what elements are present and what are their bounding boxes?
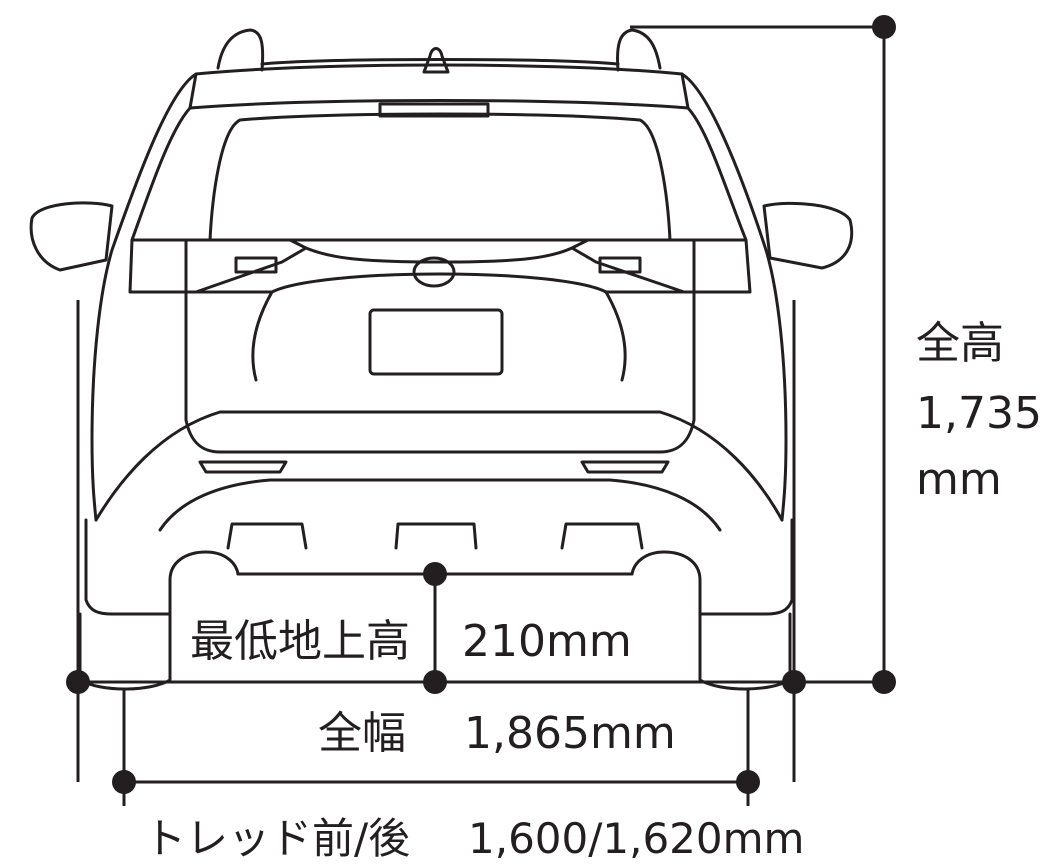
width-left-marker bbox=[66, 670, 90, 694]
pillar-right bbox=[686, 106, 748, 242]
bumper-reflector-right bbox=[580, 460, 670, 474]
car-rear-outline bbox=[29, 28, 854, 691]
diffuser-slot-2 bbox=[394, 522, 478, 550]
body-side-left bbox=[90, 72, 198, 522]
width-value: 1,865mm bbox=[464, 708, 676, 759]
pillar-left bbox=[130, 106, 192, 242]
tread-left-marker bbox=[112, 770, 136, 794]
tail-lamp-left-inner bbox=[234, 256, 278, 274]
rear-window bbox=[208, 112, 672, 242]
hatch-lower-line bbox=[194, 272, 686, 294]
width-right-marker bbox=[782, 670, 806, 694]
tread-label: トレッド前/後 bbox=[144, 814, 411, 863]
roof-rail-left bbox=[216, 28, 265, 72]
lower-body-right bbox=[630, 518, 794, 616]
width-label: 全幅 bbox=[318, 708, 406, 759]
bumper-reflector-left bbox=[198, 460, 288, 474]
wheel-right bbox=[698, 612, 792, 691]
height-unit: mm bbox=[916, 454, 1002, 505]
rear-bumper bbox=[94, 410, 784, 522]
shark-fin-antenna bbox=[422, 47, 450, 74]
roof-rail-right bbox=[616, 28, 662, 72]
brand-emblem bbox=[412, 256, 456, 288]
roof-line bbox=[260, 58, 620, 66]
ground-clearance-value: 210mm bbox=[462, 616, 632, 667]
diffuser-slot-3 bbox=[560, 522, 644, 550]
body-side-right bbox=[680, 72, 788, 522]
clearance-top-marker bbox=[423, 562, 447, 586]
mirror-left bbox=[29, 201, 114, 272]
lower-body-left bbox=[84, 518, 240, 616]
hatch-panel-right-curve bbox=[604, 290, 627, 382]
height-value: 1,735 bbox=[916, 388, 1042, 439]
hatch-garnish bbox=[304, 246, 574, 264]
clearance-bottom-marker bbox=[423, 670, 447, 694]
tail-lamp-right-inner bbox=[598, 256, 642, 274]
diffuser-slot-1 bbox=[226, 522, 308, 550]
ground-clearance-label: 最低地上高 bbox=[190, 616, 410, 667]
mirror-right bbox=[762, 201, 854, 270]
hatch-panel-left-curve bbox=[251, 290, 274, 382]
tread-value: 1,600/1,620mm bbox=[468, 814, 805, 863]
license-plate bbox=[368, 308, 504, 376]
tread-right-marker bbox=[736, 770, 760, 794]
dimension-lines bbox=[66, 15, 896, 806]
height-top-marker bbox=[872, 15, 896, 39]
tail-lamp-left bbox=[128, 238, 308, 294]
wheel-left bbox=[78, 612, 172, 691]
diffuser bbox=[158, 478, 722, 532]
tail-lamp-right bbox=[570, 238, 752, 294]
high-mount-stop-lamp bbox=[378, 102, 490, 118]
hatch-bottom bbox=[184, 238, 696, 454]
height-label: 全高 bbox=[916, 318, 1004, 369]
